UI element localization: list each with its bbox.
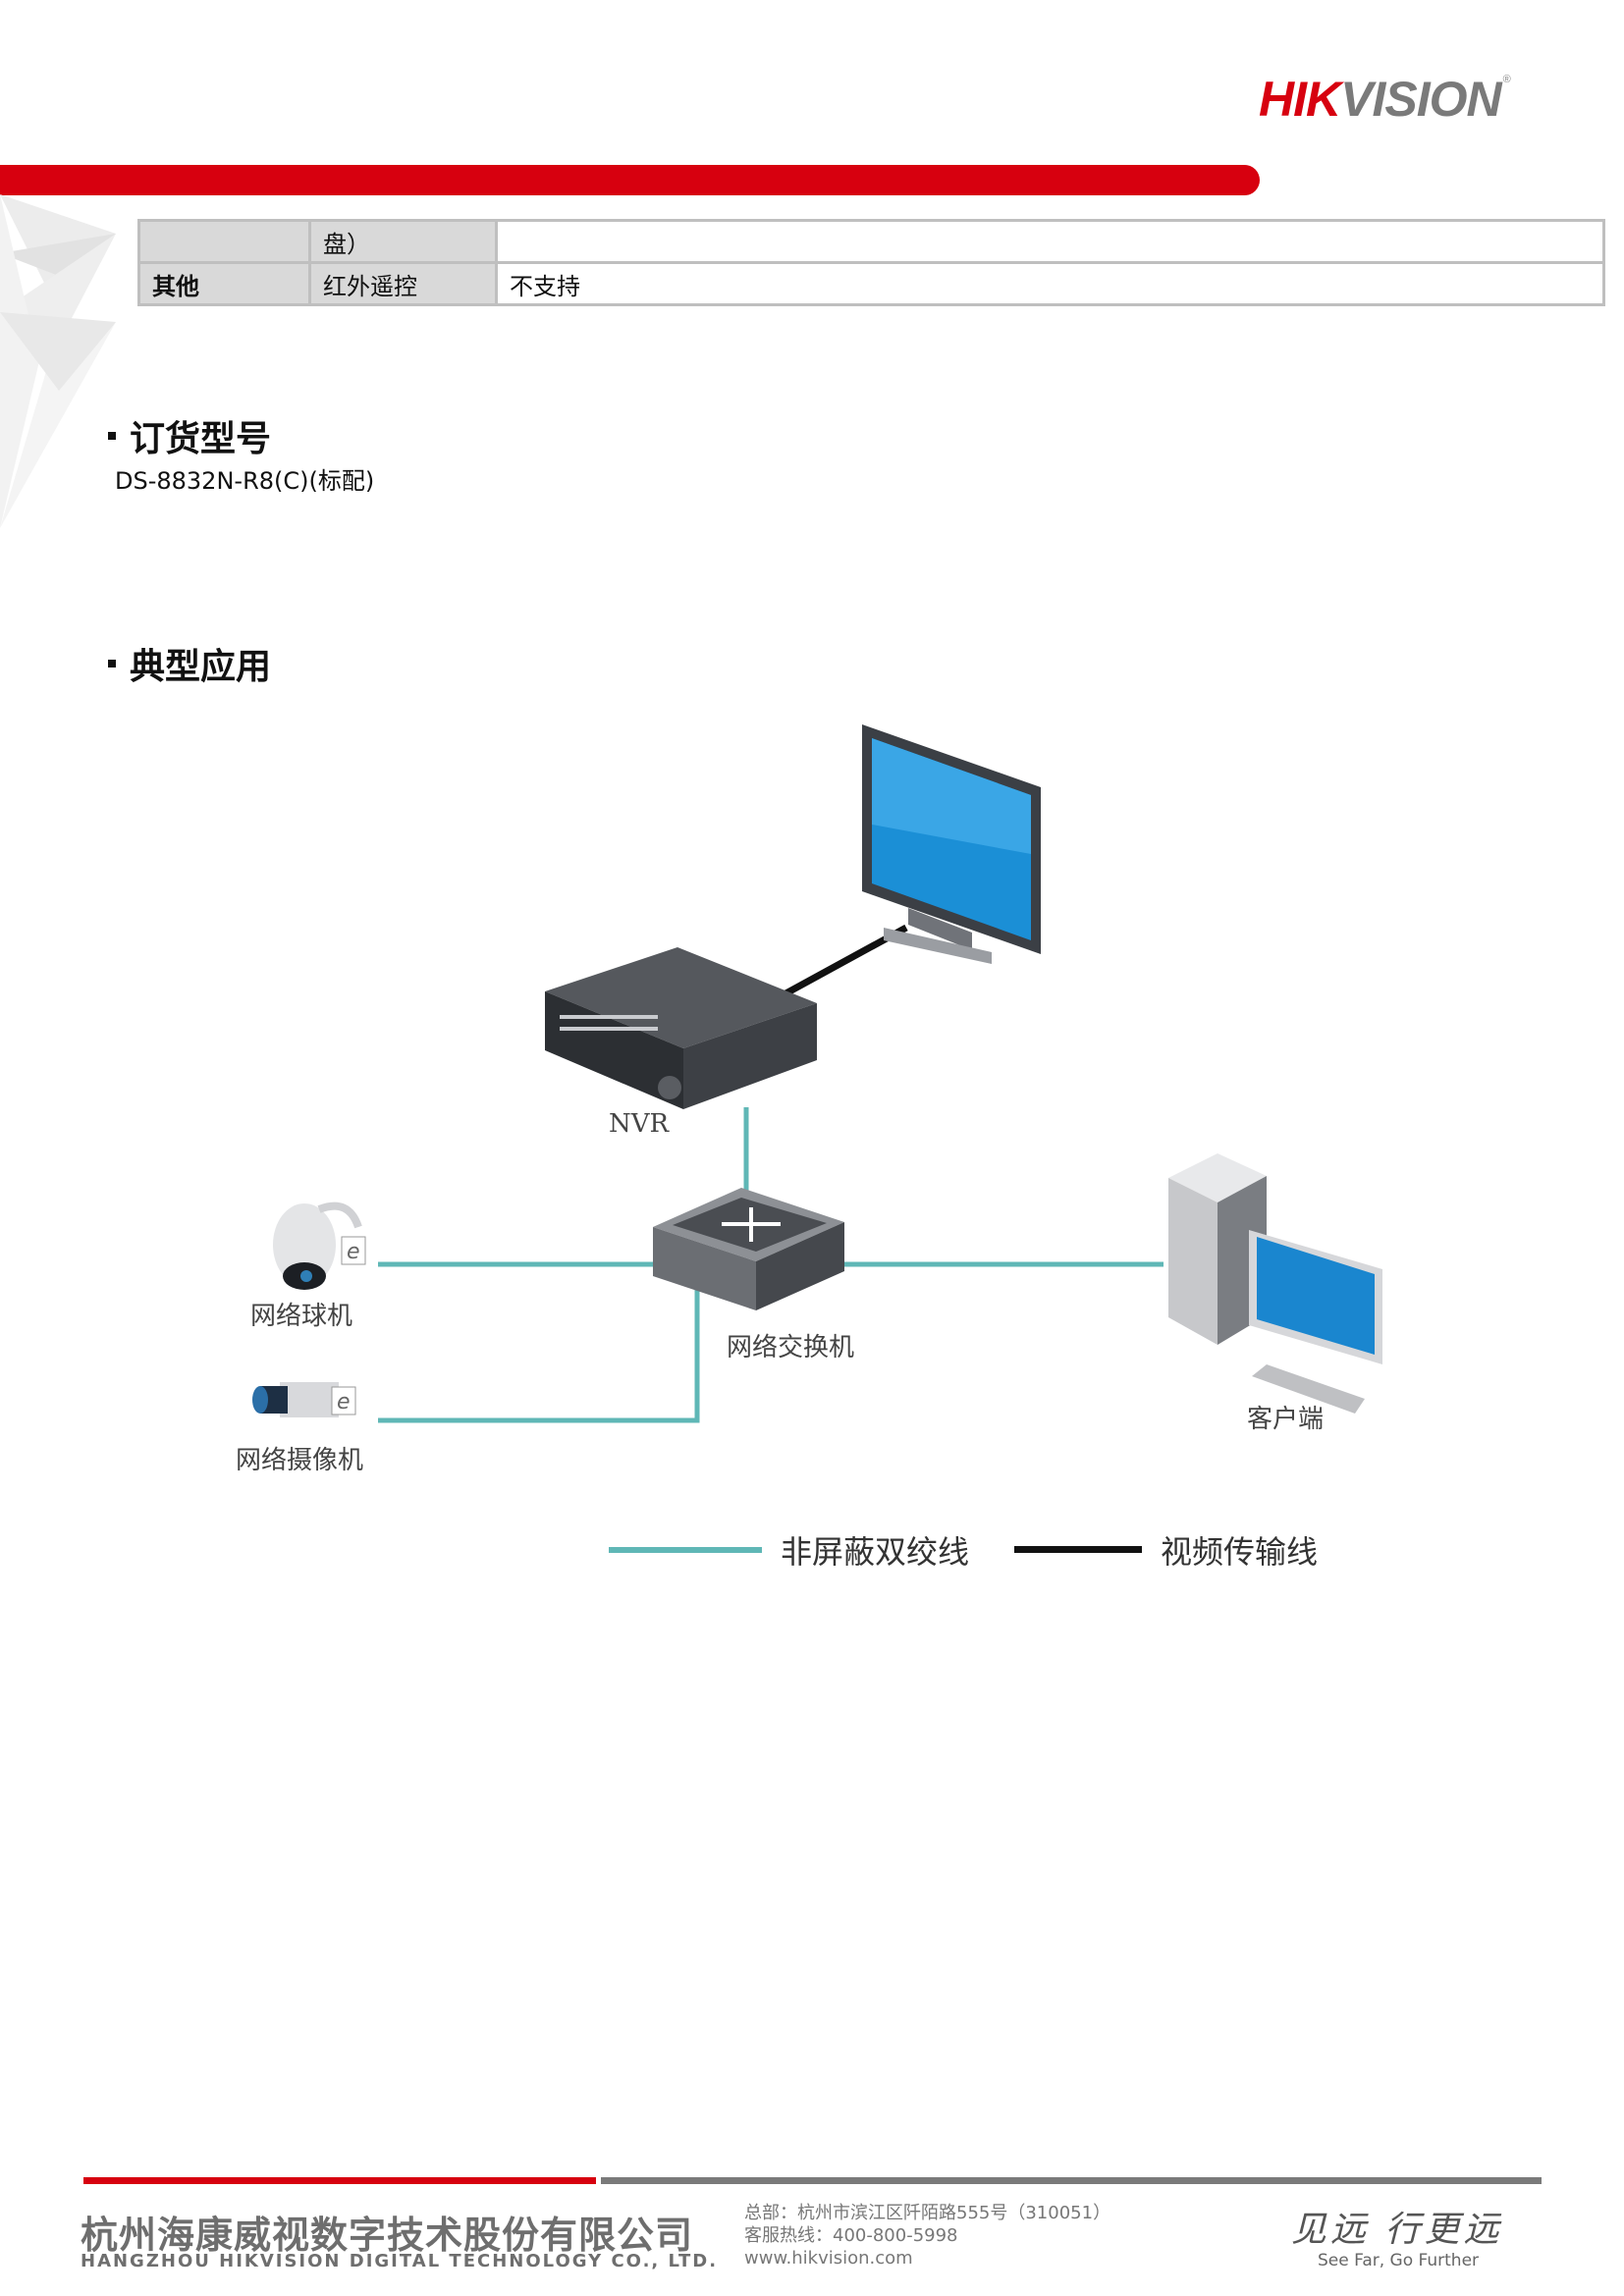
bullet-icon bbox=[108, 660, 116, 667]
legend-swatch-video bbox=[1014, 1546, 1142, 1553]
slogan-en: See Far, Go Further bbox=[1318, 2251, 1480, 2270]
logo-registered-mark: ® bbox=[1502, 74, 1511, 85]
table-cell-item: 红外遥控 bbox=[308, 261, 498, 306]
slogan-calligraphy: 见远 行更远 bbox=[1291, 2210, 1503, 2250]
nvr-label: NVR bbox=[609, 1109, 670, 1139]
order-section-title: 订货型号 bbox=[108, 410, 271, 461]
website-link[interactable]: www.hikvision.com bbox=[744, 2248, 913, 2269]
contact-info: 总部：杭州市滨江区阡陌路555号（310051） 客服热线：400-800-59… bbox=[744, 2202, 1110, 2269]
twisted-pair-camera-switch bbox=[378, 1281, 700, 1423]
table-row: 其他 红外遥控 不支持 bbox=[137, 261, 1605, 306]
monitor-icon bbox=[862, 724, 1041, 964]
header-red-band bbox=[0, 165, 1260, 195]
footer-gray-rule bbox=[601, 2177, 1542, 2184]
switch-label: 网络交换机 bbox=[727, 1333, 855, 1362]
logo-vision: VISION bbox=[1340, 72, 1501, 127]
table-cell-value: 不支持 bbox=[495, 261, 1605, 306]
order-section-title-text: 订货型号 bbox=[130, 419, 272, 459]
typical-application-diagram: e e NVR 网络球机 网络摄像机 网络交换机 客户端 非屏蔽双绞线 视频传输… bbox=[226, 707, 1404, 1590]
legend-swatch-twisted-pair bbox=[609, 1547, 762, 1553]
watermark-decoration-icon bbox=[0, 194, 116, 528]
hikvision-logo: HIKVISION® bbox=[1259, 72, 1511, 127]
spec-table: 盘） 其他 红外遥控 不支持 bbox=[137, 219, 1605, 306]
order-model-number: DS-8832N-R8(C)(标配) bbox=[115, 467, 375, 495]
company-name-en: HANGZHOU HIKVISION DIGITAL TECHNOLOGY CO… bbox=[81, 2251, 719, 2271]
network-camera-label: 网络摄像机 bbox=[236, 1446, 364, 1475]
nvr-icon bbox=[545, 947, 817, 1109]
table-row: 盘） bbox=[137, 219, 1605, 264]
network-camera-icon: e bbox=[252, 1382, 356, 1417]
logo-hik: HIK bbox=[1259, 72, 1341, 127]
application-section-title: 典型应用 bbox=[108, 638, 271, 689]
table-cell-item: 盘） bbox=[308, 219, 498, 264]
svg-text:e: e bbox=[337, 1390, 351, 1415]
table-cell-category bbox=[137, 219, 311, 264]
dome-camera-label: 网络球机 bbox=[250, 1302, 353, 1331]
network-switch-icon bbox=[653, 1188, 844, 1310]
application-section-title-text: 典型应用 bbox=[130, 647, 272, 687]
client-label: 客户端 bbox=[1247, 1405, 1325, 1434]
svg-text:e: e bbox=[347, 1240, 360, 1264]
client-pc-icon bbox=[1168, 1153, 1382, 1414]
company-name-cn: 杭州海康威视数字技术股份有限公司 bbox=[81, 2214, 694, 2257]
legend-label-video: 视频传输线 bbox=[1161, 1533, 1319, 1571]
table-cell-value bbox=[495, 219, 1605, 264]
legend-label-twisted-pair: 非屏蔽双绞线 bbox=[781, 1533, 970, 1571]
table-cell-category: 其他 bbox=[137, 261, 311, 306]
hotline: 客服热线：400-800-5998 bbox=[744, 2225, 958, 2246]
bullet-icon bbox=[108, 432, 116, 440]
address: 总部：杭州市滨江区阡陌路555号（310051） bbox=[744, 2203, 1111, 2223]
footer-red-rule bbox=[83, 2177, 596, 2184]
dome-camera-icon: e bbox=[273, 1201, 366, 1290]
